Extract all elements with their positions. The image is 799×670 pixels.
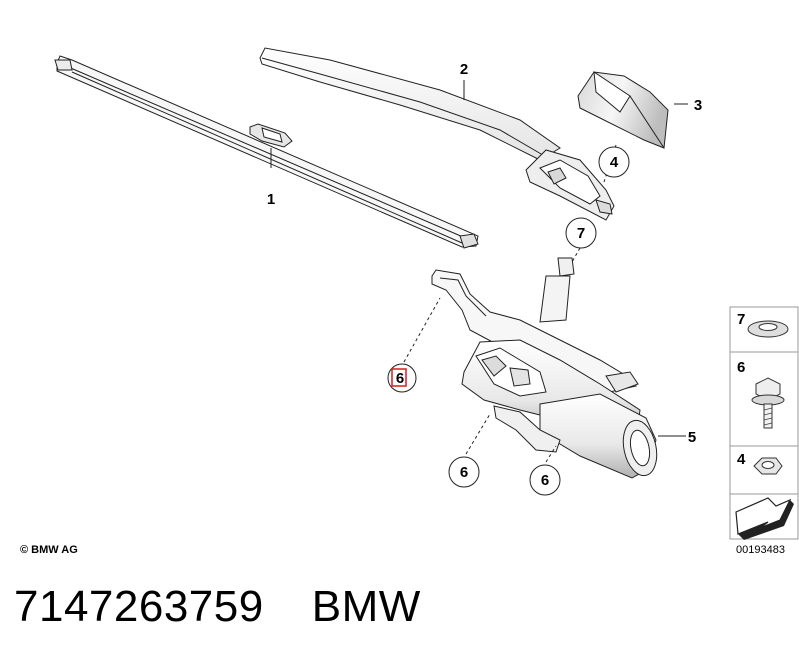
- copyright-text: © BMW AG: [20, 544, 78, 556]
- callout-6-highlighted[interactable]: 6: [387, 363, 417, 393]
- callout-4: 4: [610, 154, 619, 171]
- callout-6-lower-right[interactable]: 6: [529, 464, 561, 496]
- callout-6-hl: 6: [396, 370, 404, 387]
- callout-4-circle[interactable]: 4: [598, 146, 630, 178]
- wiper-motor-part[interactable]: [431, 257, 661, 479]
- callout-6-lower-left[interactable]: 6: [448, 456, 480, 488]
- part-footer: 7147263759 BMW: [14, 582, 469, 632]
- wiper-cap-part[interactable]: [577, 70, 669, 149]
- callout-1: 1: [267, 191, 275, 208]
- callout-7-circle[interactable]: 7: [565, 217, 597, 249]
- legend-panel: 7 6 4: [729, 306, 799, 540]
- callout-3: 3: [694, 97, 702, 114]
- legend-num-4: 4: [737, 451, 746, 468]
- callout-5: 5: [688, 429, 696, 446]
- legend-item-nut[interactable]: 4: [737, 451, 783, 475]
- legend-item-bolt[interactable]: 6: [737, 359, 785, 429]
- brand-name: BMW: [311, 582, 421, 631]
- wiper-arm-part[interactable]: [259, 47, 615, 221]
- callout-6-a: 6: [460, 464, 468, 481]
- legend-num-7: 7: [737, 311, 745, 328]
- wiper-blade-part[interactable]: [54, 55, 479, 249]
- legend-item-washer[interactable]: 7: [737, 311, 789, 338]
- legend-num-6: 6: [737, 359, 745, 376]
- doc-number: 00193483: [736, 544, 785, 556]
- arrow-icon: [735, 497, 794, 540]
- callout-6-b: 6: [541, 472, 549, 489]
- part-number: 7147263759: [14, 582, 264, 631]
- callout-2: 2: [460, 61, 468, 78]
- callout-7: 7: [577, 225, 585, 242]
